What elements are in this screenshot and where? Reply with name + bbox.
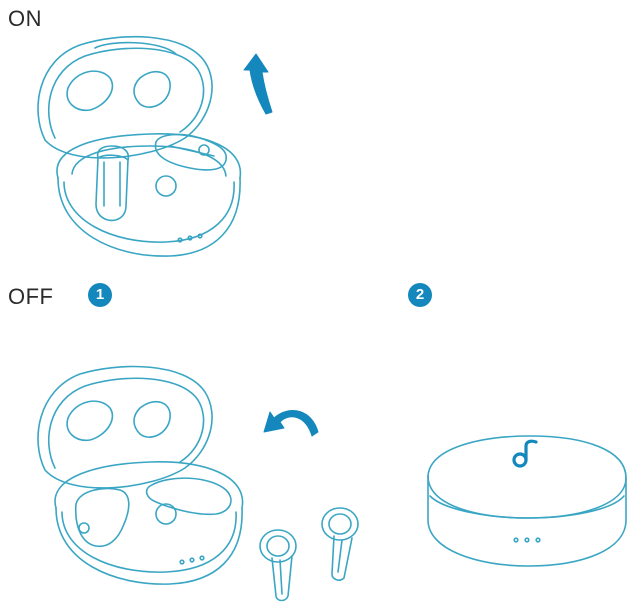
label-on: ON — [8, 6, 42, 31]
case-lid — [37, 35, 213, 159]
case-base — [56, 133, 242, 257]
arrow-up-icon — [243, 53, 273, 115]
case-base-off — [54, 461, 244, 585]
soundcore-logo-icon — [512, 439, 538, 468]
label-off: OFF — [8, 284, 54, 309]
step-1-badge: 1 — [88, 283, 112, 307]
earbud-right-in-case — [154, 133, 227, 171]
case-lid-off — [37, 365, 213, 489]
earbud-left-in-case — [95, 145, 130, 222]
earbud-left-loose — [259, 529, 297, 602]
earbud-right-loose — [321, 507, 359, 581]
step-2-badge: 2 — [408, 283, 432, 307]
curved-arrow-left-icon — [263, 410, 319, 437]
